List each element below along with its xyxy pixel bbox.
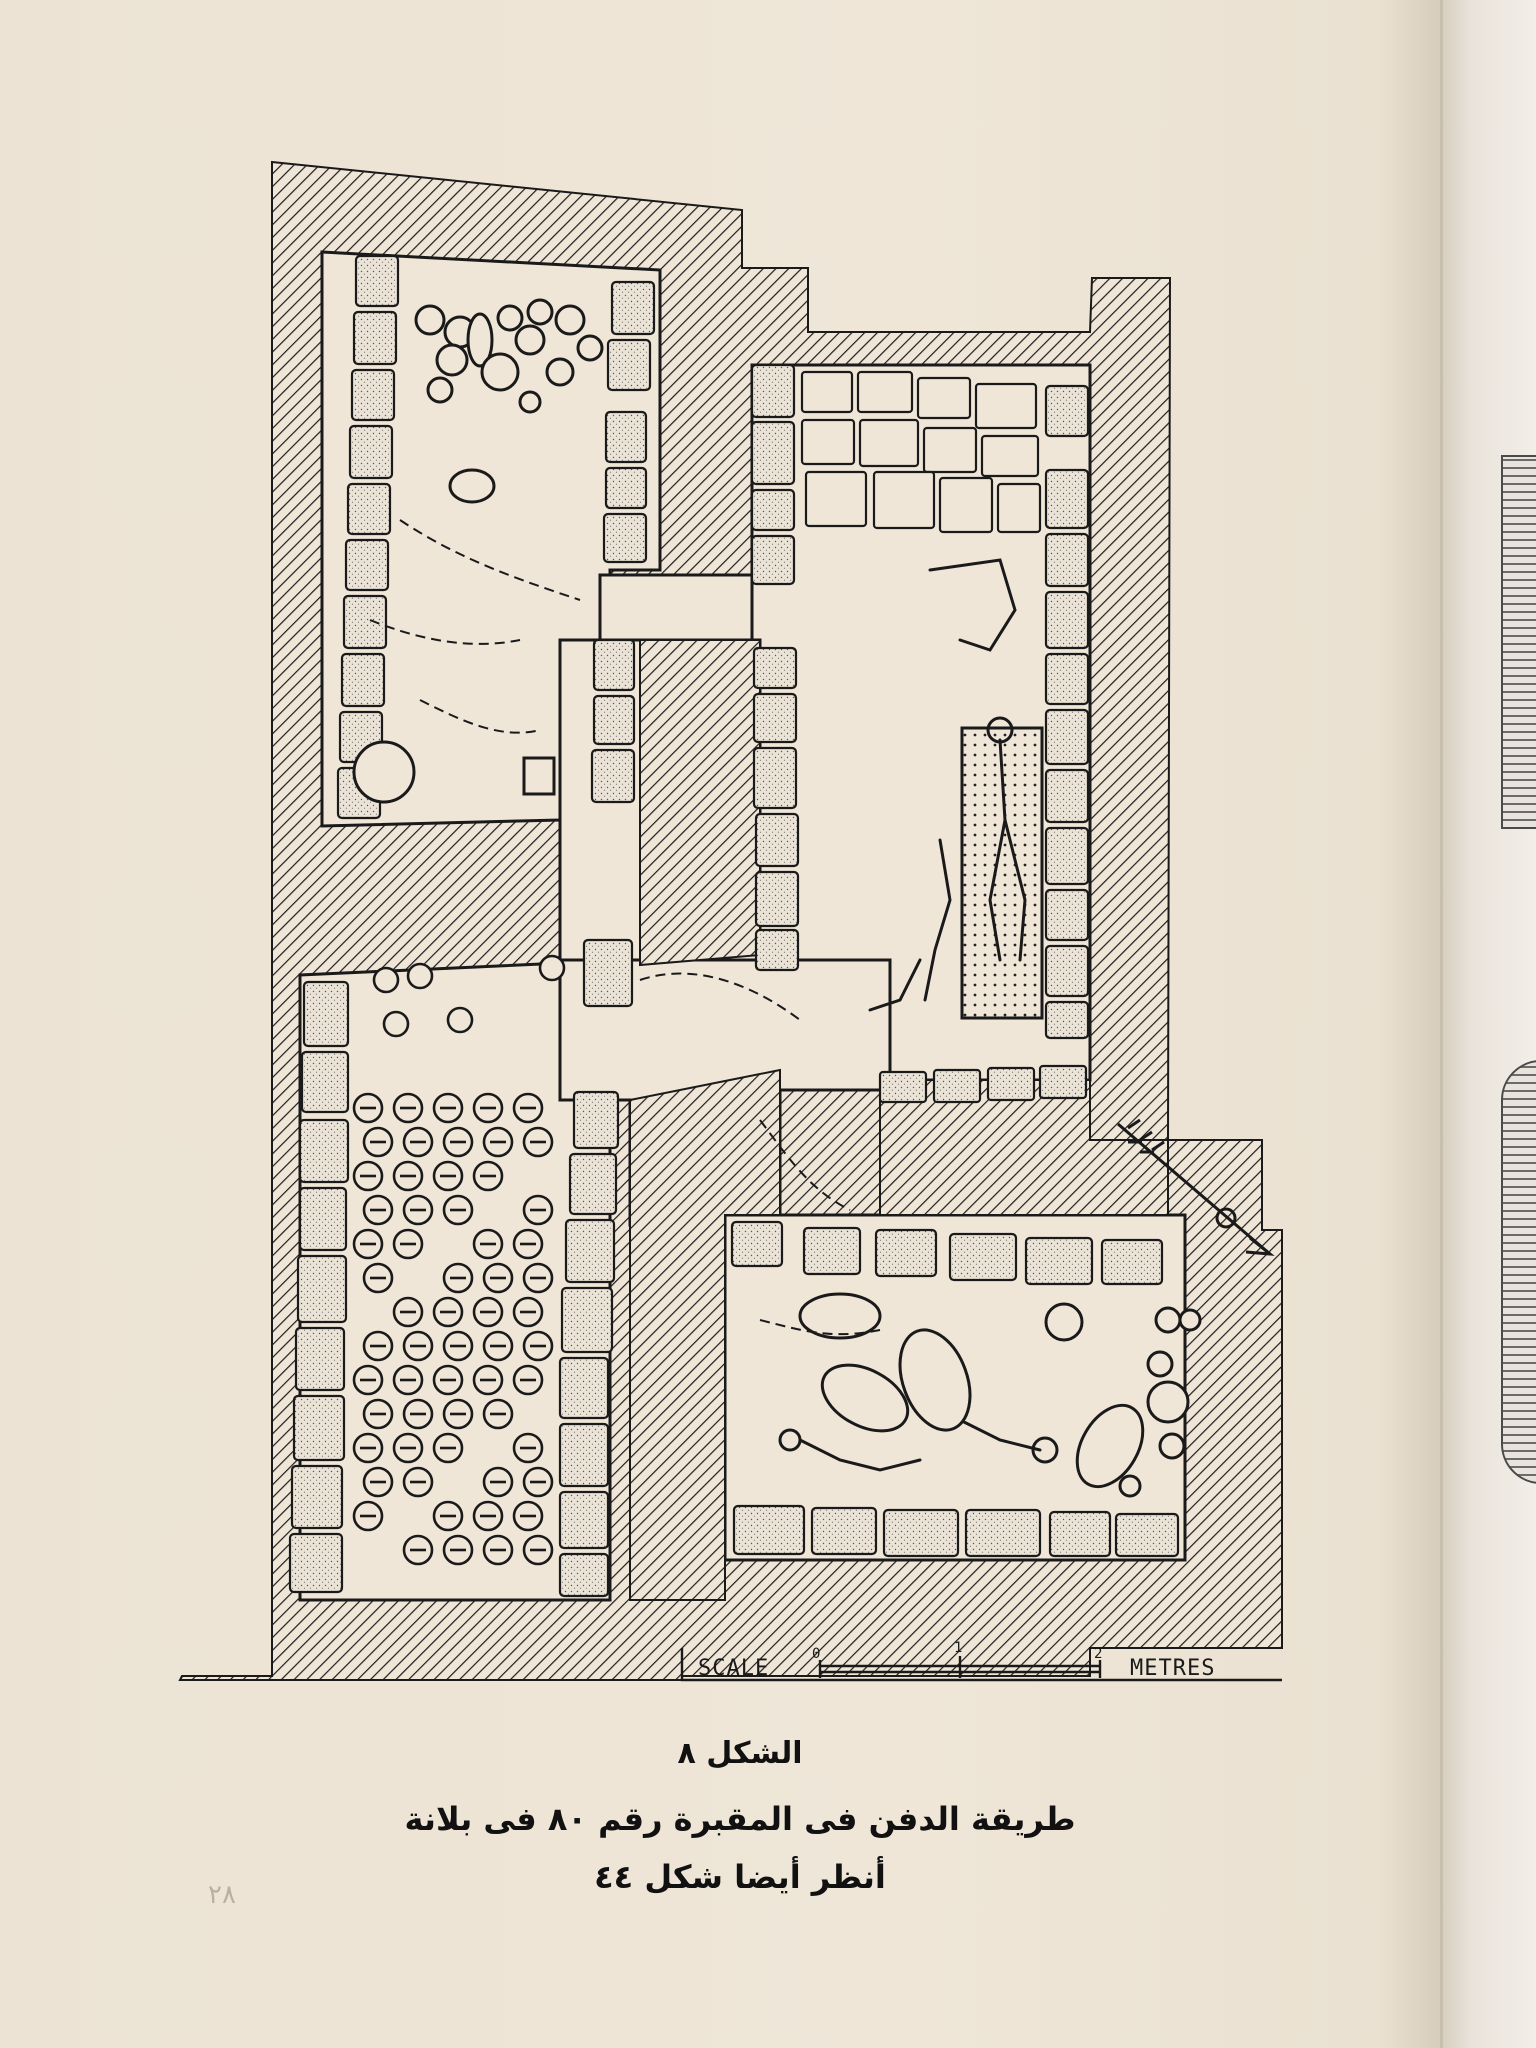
pottery-jars-upper bbox=[352, 298, 604, 804]
scale-unit: METRES bbox=[1130, 1656, 1216, 1681]
pot bbox=[372, 966, 400, 994]
pot bbox=[406, 962, 434, 990]
figure-caption-line1: طريقة الدفن فى المقبرة رقم ٨٠ فى بلانة bbox=[404, 1800, 1076, 1838]
pottery-jars-lower bbox=[352, 954, 566, 1566]
figure-caption-line2: أنظر أيضا شكل ٤٤ bbox=[594, 1858, 886, 1896]
floor-cracks bbox=[369, 519, 881, 1336]
scale-bar bbox=[680, 1648, 1282, 1682]
next-page-edge bbox=[1440, 0, 1536, 2048]
scale-tick-0: 0 bbox=[812, 1646, 822, 1662]
pottery-jars-right bbox=[798, 1292, 1202, 1498]
next-page-illustration-lower bbox=[1501, 1060, 1536, 1484]
wall-blocks bbox=[288, 254, 1180, 1598]
page-number-faint: ٢٨ bbox=[208, 1880, 236, 1910]
pot bbox=[538, 954, 566, 982]
next-page-illustration-upper bbox=[1501, 455, 1536, 829]
north-arrow bbox=[1117, 1118, 1275, 1256]
scale-label: SCALE bbox=[698, 1656, 770, 1681]
pot bbox=[446, 1006, 474, 1034]
gutter-shadow bbox=[1380, 0, 1450, 2048]
scale-tick-2: 2 bbox=[1094, 1646, 1104, 1662]
pot bbox=[382, 1010, 410, 1038]
scale-tick-1: 1 bbox=[954, 1640, 964, 1656]
skeletons bbox=[778, 558, 1059, 1472]
figure-label: الشكل ٨ bbox=[677, 1736, 803, 1771]
